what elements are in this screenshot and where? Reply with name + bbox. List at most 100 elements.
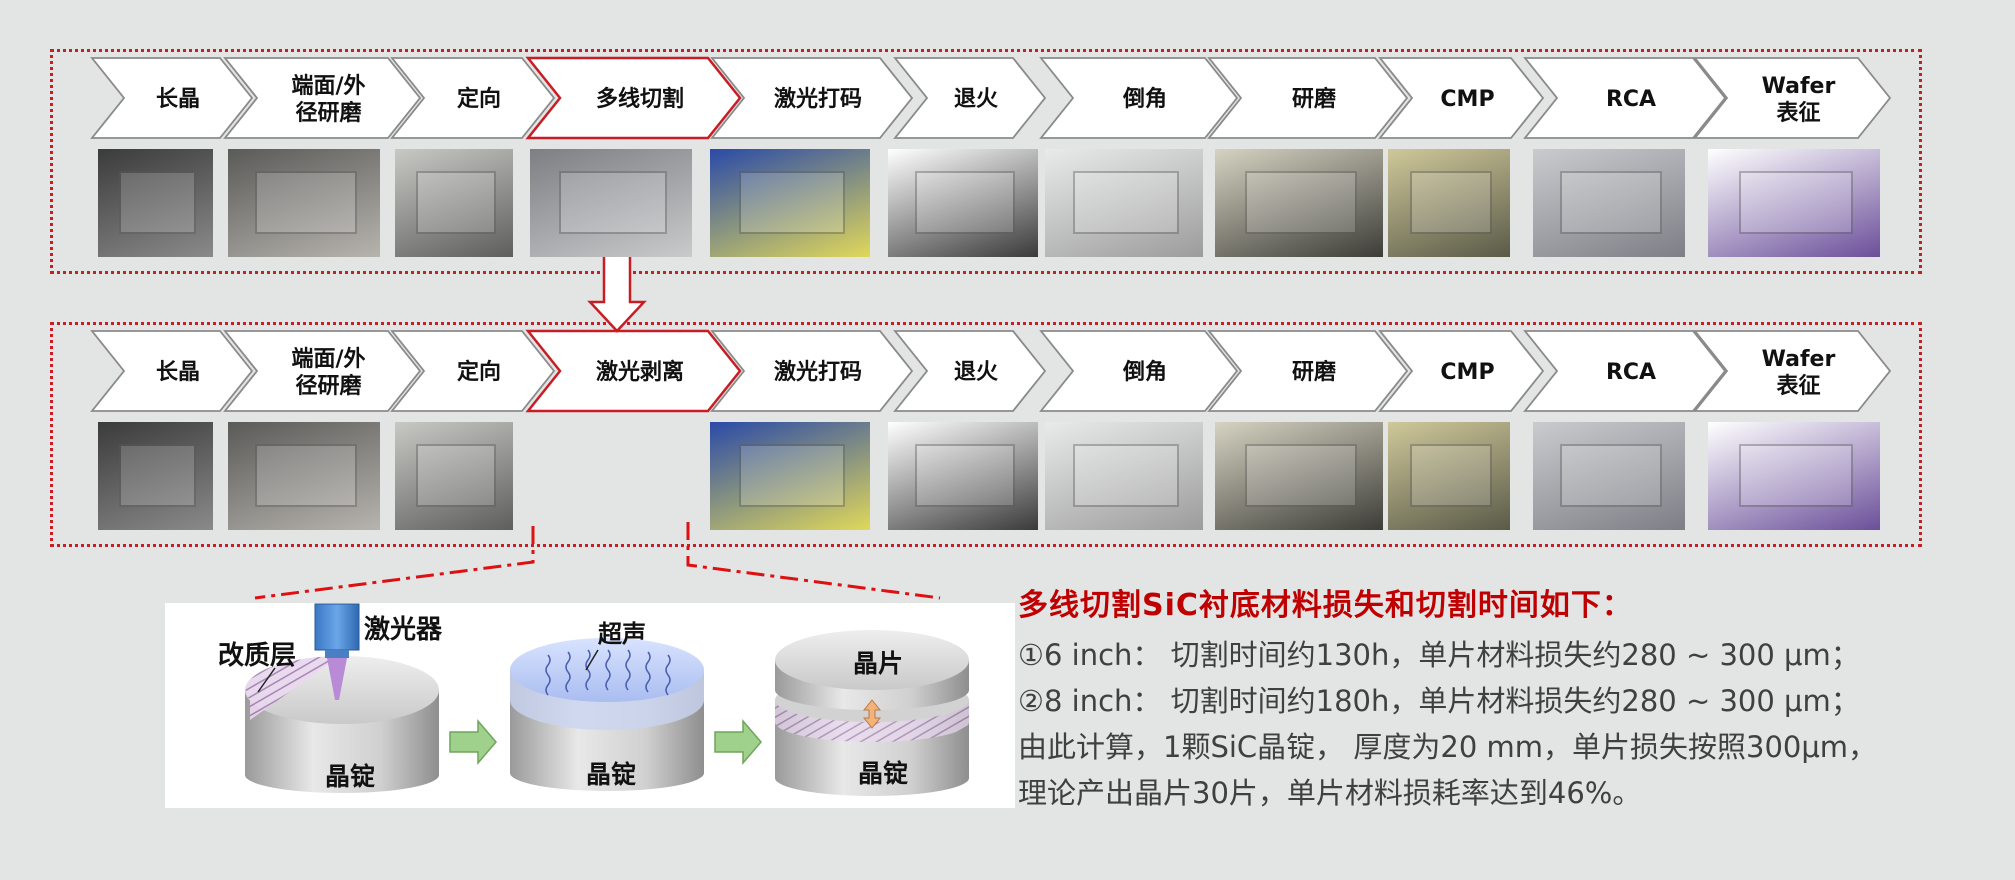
equipment-panel — [416, 443, 496, 507]
process-step-label: Wafer — [1762, 347, 1836, 372]
process-step-label: 倒角 — [1122, 359, 1167, 385]
equipment-panel — [255, 443, 357, 507]
process-step-label: 倒角 — [1122, 86, 1167, 112]
separation-arrow-icon — [862, 699, 882, 729]
wafer-inspection-photo — [1708, 149, 1880, 257]
laser-label: 激光器 — [364, 614, 443, 645]
chamfer-machine-photo — [1045, 422, 1203, 530]
process-step-label: CMP — [1440, 87, 1494, 112]
ingot-cylinder-1 — [245, 603, 439, 793]
grinding-machine-photo — [1215, 149, 1383, 257]
cmp-machine-photo — [1388, 149, 1510, 257]
process-step-label: 研磨 — [1292, 87, 1336, 112]
process-step-chevron: 激光剥离 — [525, 329, 742, 413]
process-step-chevron: CMP — [1378, 330, 1545, 412]
equipment-panel — [1409, 170, 1493, 234]
orientation-photo — [395, 149, 513, 257]
ingot-cylinder-3 — [775, 630, 969, 796]
equipment-panel — [1073, 443, 1179, 507]
equipment-panel — [738, 170, 846, 234]
process-step-chevron: 长晶 — [90, 330, 254, 412]
process-step-chevron: 倒角 — [1039, 330, 1239, 412]
equipment-panel — [118, 170, 197, 234]
process-step-label: 端面/外 — [291, 346, 365, 372]
process-step-label: 激光打码 — [774, 359, 862, 385]
process-step-label: 表征 — [1776, 373, 1820, 399]
process-step-label: 表征 — [1776, 100, 1820, 126]
equipment-panel — [1560, 443, 1662, 507]
grinding-machine-photo — [1215, 422, 1383, 530]
process-arrow-icon — [449, 718, 497, 766]
modified-layer-label: 改质层 — [218, 640, 296, 671]
process-step-chevron: 倒角 — [1039, 57, 1239, 139]
equipment-panel — [118, 443, 197, 507]
equipment-panel — [1245, 170, 1357, 234]
process-step-chevron: CMP — [1378, 57, 1545, 139]
process-step-label: 激光剥离 — [596, 359, 684, 385]
equipment-panel — [1245, 443, 1357, 507]
notes-line: ①6 inch： 切割时间约130h，单片材料损失约280 ~ 300 μm； — [1018, 638, 1860, 672]
process-step-chevron: 激光打码 — [710, 330, 914, 412]
traditional-process-frame — [50, 49, 1922, 274]
equipment-panel — [1409, 443, 1493, 507]
orientation-photo — [395, 422, 513, 530]
process-step-label: CMP — [1440, 360, 1494, 385]
notes-panel: 多线切割SiC衬底材料损失和切割时间如下： ①6 inch： 切割时间约130h… — [1018, 580, 2008, 816]
equipment-panel — [416, 170, 496, 234]
equipment-panel — [738, 443, 846, 507]
process-step-label: RCA — [1606, 87, 1656, 112]
laser-marker-photo — [710, 422, 870, 530]
ingot-cylinder-2 — [510, 638, 704, 791]
process-step-label: 端面/外 — [291, 73, 365, 99]
grinder-photo — [228, 149, 380, 257]
process-step-chevron: 研磨 — [1207, 330, 1409, 412]
laser-head-icon — [314, 603, 360, 651]
equipment-panel — [559, 170, 667, 234]
notes-line: 由此计算，1颗SiC晶锭， 厚度为20 mm，单片损失按照300μm， — [1018, 730, 1878, 764]
wafer-inspection-photo — [1708, 422, 1880, 530]
process-step-chevron: 定向 — [390, 330, 556, 412]
process-step-label: 长晶 — [156, 360, 200, 385]
notes-line: 理论产出晶片30片，单片材料损耗率达到46%。 — [1018, 776, 1642, 810]
process-step-label: 定向 — [457, 359, 501, 385]
process-step-chevron: 定向 — [390, 57, 556, 139]
cmp-machine-photo — [1388, 422, 1510, 530]
process-step-chevron: 多线切割 — [525, 56, 742, 140]
laser-lift-off-process-frame — [50, 322, 1922, 547]
ingot-label-3: 晶锭 — [858, 759, 908, 788]
laser-marker-photo — [710, 149, 870, 257]
ultrasonic-wave-icons — [545, 649, 671, 696]
process-step-label: 激光打码 — [774, 86, 862, 112]
process-step-chevron: RCA — [1523, 330, 1727, 412]
equipment-panel — [1738, 443, 1854, 507]
anneal-furnace-photo — [888, 422, 1038, 530]
chamfer-machine-photo — [1045, 149, 1203, 257]
process-step-label: 定向 — [457, 86, 501, 112]
rca-cleaner-photo — [1533, 149, 1685, 257]
process-step-chevron: RCA — [1523, 57, 1727, 139]
down-arrow-icon — [587, 249, 647, 333]
ingot-label-1: 晶锭 — [325, 762, 375, 791]
ingot-label-2: 晶锭 — [586, 760, 636, 789]
process-step-chevron: 长晶 — [90, 57, 254, 139]
process-step-label: 多线切割 — [596, 86, 684, 112]
laser-beam-icon — [327, 658, 347, 700]
process-step-label: 退火 — [954, 360, 998, 385]
zoom-line-right — [686, 522, 941, 600]
equipment-panel — [915, 170, 1015, 234]
process-step-label: 径研磨 — [295, 100, 361, 126]
rca-cleaner-photo — [1533, 422, 1685, 530]
process-step-chevron: 退火 — [893, 57, 1047, 139]
process-step-label: 研磨 — [1292, 360, 1336, 385]
equipment-panel — [1738, 170, 1854, 234]
equipment-panel — [255, 170, 357, 234]
ingot-photo — [98, 422, 213, 530]
anneal-furnace-photo — [888, 149, 1038, 257]
process-step-chevron: 研磨 — [1207, 57, 1409, 139]
process-step-label: 退火 — [954, 87, 998, 112]
equipment-panel — [915, 443, 1015, 507]
